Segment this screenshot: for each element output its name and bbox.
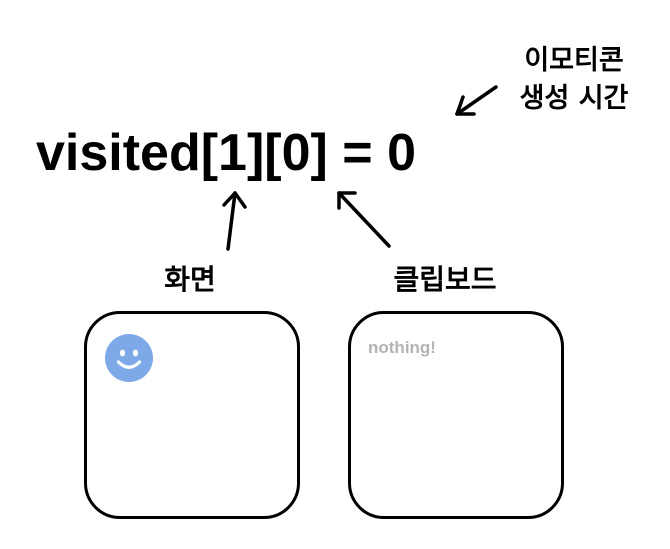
screen-box xyxy=(84,311,300,519)
clipboard-label: 클립보드 xyxy=(393,263,497,296)
screen-label: 화면 xyxy=(164,263,216,296)
emoji-creation-time-line1: 이모티콘 xyxy=(524,45,624,76)
clipboard-box: nothing! xyxy=(348,311,564,519)
smiley-face-circle xyxy=(105,334,153,382)
clipboard-empty-text: nothing! xyxy=(368,338,436,357)
visited-expression: visited[1][0] = 0 xyxy=(36,124,417,182)
emoji-creation-time-label: 이모티콘 생성 시간 xyxy=(504,42,644,118)
arrow-to-value xyxy=(455,85,498,116)
arrow-to-second-index xyxy=(337,191,391,248)
smiley-left-eye xyxy=(119,349,126,357)
smiley-face-icon xyxy=(105,334,153,382)
smiley-right-eye xyxy=(132,349,139,357)
emoji-creation-time-line2: 생성 시간 xyxy=(519,83,629,114)
arrow-to-first-index xyxy=(222,191,247,251)
smiley-mouth xyxy=(116,360,142,369)
